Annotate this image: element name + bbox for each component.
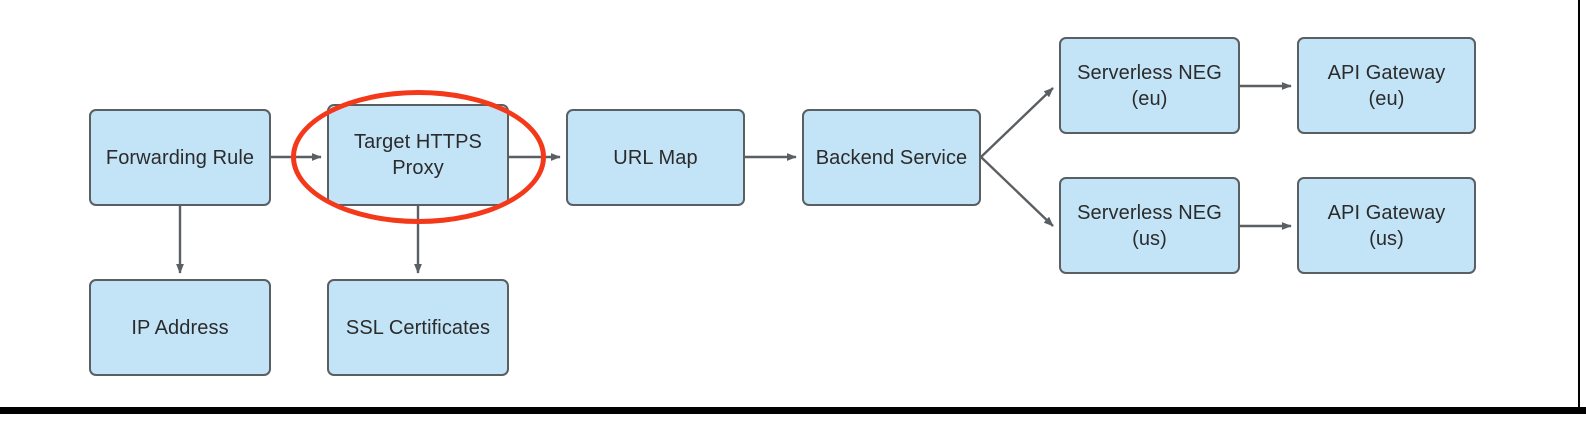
node-label-api-gateway-us: API Gateway (us)	[1327, 201, 1446, 250]
node-label-forwarding-rule: Forwarding Rule	[105, 146, 255, 169]
node-label-backend-service: Backend Service	[815, 146, 968, 169]
edge-backend-service-to-serverless-neg-eu	[980, 87, 1054, 158]
node-label-ssl-certificates: SSL Certificates	[345, 316, 491, 339]
page-border-bottom	[0, 407, 1586, 414]
node-url-map[interactable]: URL Map	[566, 109, 745, 206]
node-label-api-gateway-eu: API Gateway (eu)	[1327, 61, 1446, 110]
node-backend-service[interactable]: Backend Service	[802, 109, 981, 206]
node-serverless-neg-eu[interactable]: Serverless NEG (eu)	[1059, 37, 1240, 134]
node-label-target-https-proxy: Target HTTPS Proxy	[354, 131, 482, 179]
node-ip-address[interactable]: IP Address	[89, 279, 271, 376]
node-forwarding-rule[interactable]: Forwarding Rule	[89, 109, 271, 206]
node-api-gateway-us[interactable]: API Gateway (us)	[1297, 177, 1476, 274]
node-target-https-proxy[interactable]: Target HTTPS Proxy	[327, 104, 509, 206]
node-label-ip-address: IP Address	[131, 316, 229, 339]
node-serverless-neg-us[interactable]: Serverless NEG (us)	[1059, 177, 1240, 274]
node-ssl-certificates[interactable]: SSL Certificates	[327, 279, 509, 376]
node-api-gateway-eu[interactable]: API Gateway (eu)	[1297, 37, 1476, 134]
node-label-url-map: URL Map	[613, 146, 698, 169]
node-label-serverless-neg-eu: Serverless NEG (eu)	[1077, 61, 1222, 110]
edge-backend-service-to-serverless-neg-us	[980, 156, 1054, 227]
page-border-right	[1578, 0, 1580, 414]
node-label-serverless-neg-us: Serverless NEG (us)	[1077, 201, 1222, 250]
